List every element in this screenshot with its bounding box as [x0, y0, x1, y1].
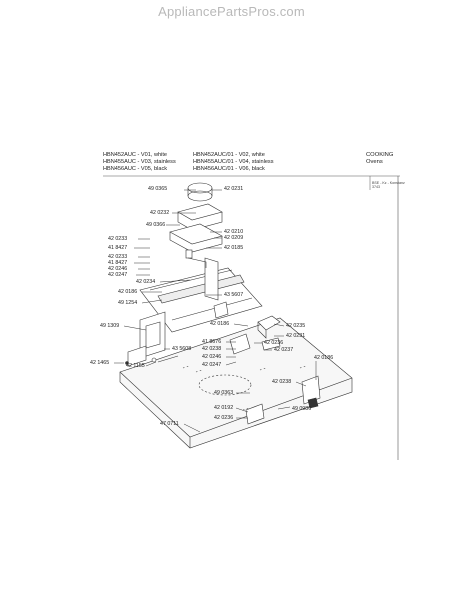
part-number-label: 41 8427	[108, 245, 128, 251]
part-number-label: 42 0247	[202, 362, 222, 368]
model-entry: HBN456AUC - V05, black	[103, 166, 168, 172]
leader-lines	[114, 189, 317, 433]
part-number-label: 42 0247	[108, 272, 128, 278]
lower-clip	[245, 403, 265, 425]
center-post	[204, 257, 219, 301]
part-number-label: 42 0233	[108, 254, 128, 260]
part-number-label: 42 0231	[224, 186, 244, 192]
part-number-label: 42 0232	[150, 210, 170, 216]
model-entry: HBN455AUC/01 - V04, stainless	[193, 159, 274, 165]
part-number-label: 42 0231	[286, 333, 306, 339]
part-number-label: 42 0236	[264, 340, 284, 346]
latch-bracket	[257, 315, 281, 331]
part-number-label: 42 0210	[224, 229, 244, 235]
part-number-label: 42 0246	[108, 266, 128, 272]
base-plate-holes	[182, 365, 307, 411]
stamp-line: BSE - Kz - Konstanz	[372, 181, 405, 185]
mounting-bracket	[169, 223, 223, 245]
part-number-label: 49 0986	[292, 406, 312, 412]
base-plate	[119, 317, 353, 449]
side-bracket-tab	[307, 397, 319, 409]
stamp-line: 3743	[372, 185, 380, 190]
category-block: COOKING Ovens	[366, 152, 393, 166]
model-entry: HBN452AUC/01 - V02, white	[193, 152, 265, 158]
part-number-label: 42 1465	[90, 360, 110, 366]
clip	[261, 337, 281, 351]
latch-bracket-side	[257, 322, 267, 339]
frame-tab	[213, 301, 229, 319]
part-number-label: 41 8676	[202, 339, 222, 345]
part-number-label: 49 1254	[118, 300, 138, 306]
wire	[157, 355, 179, 363]
model-entry: HBN456AUC/01 - V06, black	[193, 166, 265, 172]
base-plate-cutout	[198, 374, 252, 396]
subcategory-label: Ovens	[366, 159, 383, 165]
part-number-label: 42 0185	[224, 245, 244, 251]
fan-wheel-side	[187, 188, 213, 196]
screw	[151, 357, 157, 363]
document-stamp: BSE - Kz - Konstanz 3743	[372, 181, 405, 190]
watermark: AppliancePartsPros.com	[158, 4, 305, 19]
part-number-label: 42 1155	[126, 363, 145, 369]
part-number-label: 47 0711	[160, 421, 179, 427]
model-list-left: HBN452AUC - V01, white HBN455AUC - V03, …	[103, 152, 176, 173]
switch-mount	[127, 345, 147, 367]
model-entry: HBN455AUC - V03, stainless	[103, 159, 176, 165]
part-number-label: 41 8427	[108, 260, 128, 266]
switch-body	[145, 321, 161, 349]
part-number-label: 42 0233	[108, 236, 128, 242]
drawing-lines	[119, 182, 353, 449]
part-number-label: 49 0363	[214, 390, 234, 396]
model-list-right: HBN452AUC/01 - V02, white HBN455AUC/01 -…	[193, 152, 274, 173]
part-number-label: 42 0246	[202, 354, 222, 360]
part-number-label: 42 0237	[274, 347, 294, 353]
part-number-label: 42 0186	[314, 355, 334, 361]
part-number-label: 43 5608	[172, 346, 192, 352]
motor-top	[177, 203, 223, 221]
model-entry: HBN452AUC - V01, white	[103, 152, 168, 158]
part-number-label: 49 0366	[146, 222, 166, 228]
fan-wheel	[187, 182, 213, 194]
fan-wheel-bottom	[187, 190, 213, 202]
part-number-label: 42 0186	[118, 289, 138, 295]
spacer	[185, 249, 193, 259]
part-number-label: 42 0186	[210, 321, 230, 327]
screw	[125, 361, 129, 365]
part-number-label: 42 0192	[214, 405, 234, 411]
part-number-label: 42 0238	[202, 346, 222, 352]
part-number-label: 42 0238	[272, 379, 292, 385]
part-number-label: 42 0235	[286, 323, 306, 329]
category-label: COOKING	[366, 152, 394, 158]
part-number-label: 42 0236	[214, 415, 234, 421]
part-number-label: 43 5607	[224, 292, 244, 298]
part-number-label: 42 0234	[136, 279, 156, 285]
part-number-label: 42 0209	[224, 235, 244, 241]
part-number-label: 49 0365	[148, 186, 168, 192]
side-bracket	[301, 375, 321, 405]
shaft	[187, 257, 207, 268]
part-number-label: 49 1309	[100, 323, 120, 329]
